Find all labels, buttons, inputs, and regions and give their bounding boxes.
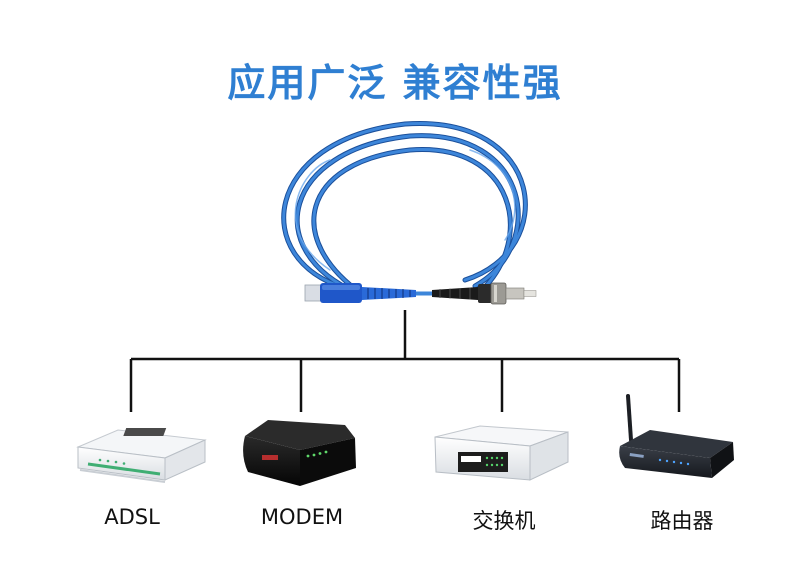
device-label-modem: MODEM xyxy=(260,505,344,529)
sc-connector-icon xyxy=(304,283,416,303)
modem-icon xyxy=(123,420,356,486)
device-label-router: 路由器 xyxy=(650,509,714,533)
device-label-adsl: ADSL xyxy=(104,505,160,529)
st-connector-icon xyxy=(432,282,537,305)
adsl-modem-icon xyxy=(76,429,207,483)
fiber-patch-cord-icon xyxy=(281,121,537,305)
headline: 应用广泛 兼容性强 xyxy=(227,61,563,105)
connection-lines xyxy=(129,310,681,412)
wireless-router-icon xyxy=(619,394,734,478)
network-switch-icon xyxy=(434,425,569,481)
device-label-switch: 交换机 xyxy=(472,509,536,533)
